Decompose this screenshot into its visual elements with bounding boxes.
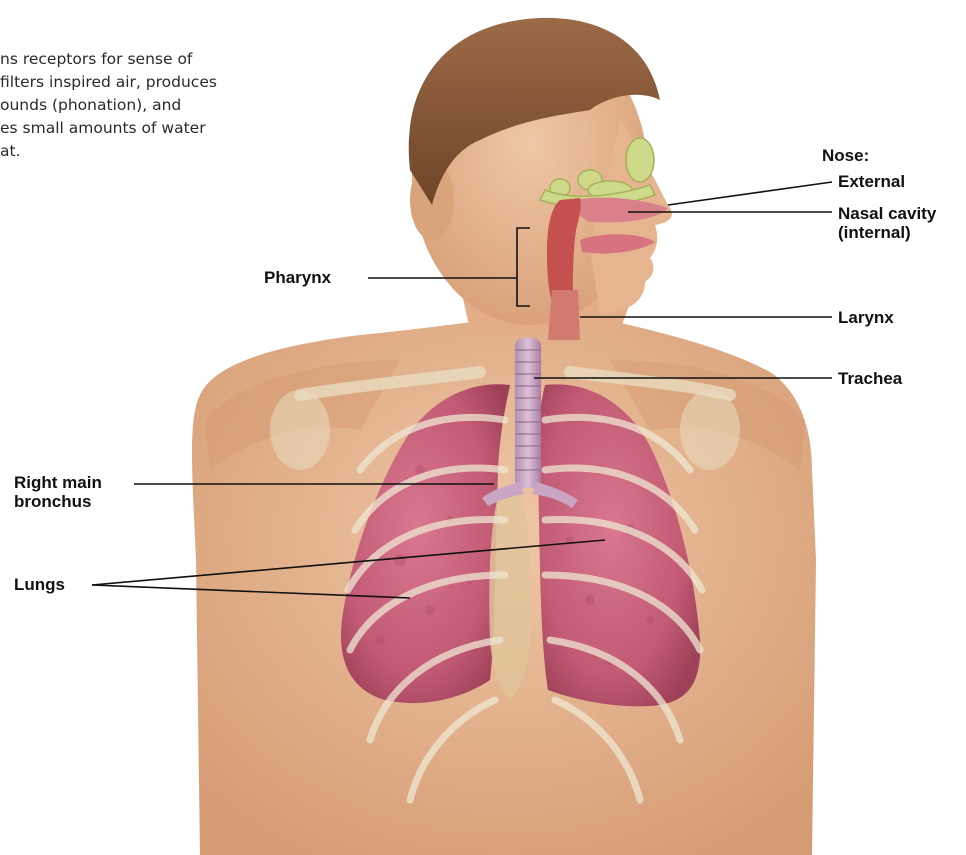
left-shoulder-joint [680,390,740,470]
larynx-shape [548,290,580,340]
right-shoulder-joint [270,390,330,470]
lungs-label: Lungs [14,575,65,594]
right-main-bronchus-label-line2: bronchus [14,492,102,511]
right-main-bronchus-label-line1: Right main [14,473,102,492]
nose-heading-label: Nose: [822,146,869,165]
nasal-cavity-label-line1: Nasal cavity [838,204,936,223]
nasal-cavity-label-line2: (internal) [838,223,936,242]
larynx-label: Larynx [838,308,894,327]
trachea-shape [515,338,541,488]
leader-external [668,182,832,205]
intro-paragraph: ns receptors for sense of filters inspir… [0,48,300,163]
external-label: External [838,172,905,191]
intro-line: ns receptors for sense of [0,48,300,71]
right-main-bronchus-label: Right main bronchus [14,473,102,511]
nasal-cavity-label: Nasal cavity (internal) [838,204,936,242]
intro-line: at. [0,140,300,163]
pharynx-label: Pharynx [264,268,331,287]
intro-line: filters inspired air, produces [0,71,300,94]
intro-line: ounds (phonation), and [0,94,300,117]
intro-line: es small amounts of water [0,117,300,140]
trachea-label: Trachea [838,369,902,388]
